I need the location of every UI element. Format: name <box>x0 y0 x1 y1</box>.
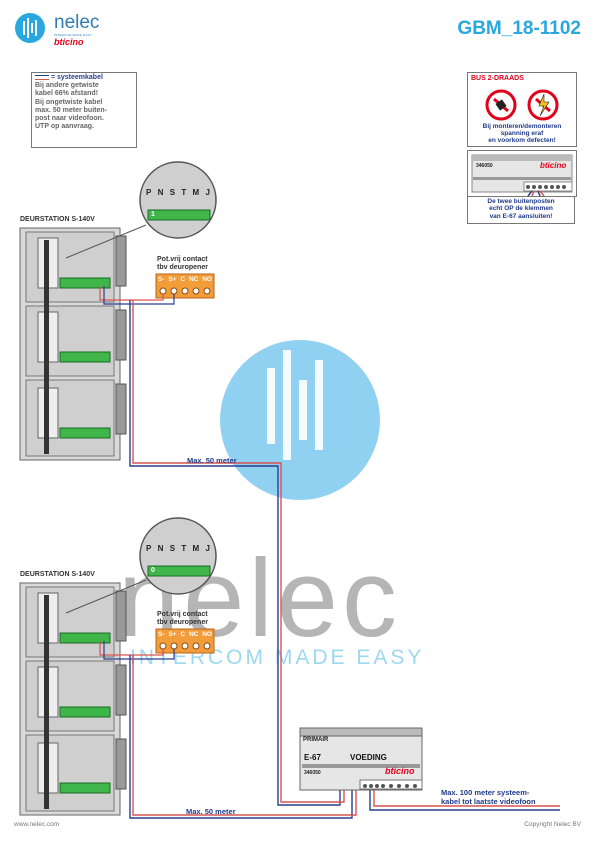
power-module-drawing <box>471 154 573 196</box>
door-station-2 <box>19 582 127 816</box>
module-connect-note: De twee buitenposten echt OP de klemmen … <box>467 196 575 224</box>
bus-warning-text: Bij monteren/demonteren spanning eraf en… <box>482 123 562 145</box>
zoom-value-1: 1 <box>151 211 155 218</box>
psu-name: VOEDING <box>350 753 387 762</box>
psu-model: E-67 <box>304 753 321 762</box>
bus-warning-box: BUS 2-DRAADS Bij monteren/demonteren spa… <box>467 72 577 147</box>
videophone-note: Max. 100 meter systeem-kabel tot laatste… <box>441 788 536 806</box>
note-line: Bij andere getwiste <box>35 82 99 89</box>
module-brand: bticino <box>540 161 567 170</box>
distance-label-1: Max. 50 meter <box>187 456 237 465</box>
psu-part: 346050 <box>304 770 321 776</box>
cable-note-box: = systeemkabel Bij andere getwiste kabel… <box>31 72 137 148</box>
note-line: post naar videofoon. <box>35 115 104 123</box>
power-module-thumb: 346050 bticino <box>467 150 577 197</box>
terminal-zoom-2 <box>65 517 217 614</box>
station-2-label: DEURSTATION S-140V <box>20 571 95 578</box>
footer-copyright: Copyright Nelec BV <box>524 821 581 828</box>
system-cable-2 <box>129 655 357 819</box>
system-cable-1 <box>129 300 345 806</box>
logo-mark-icon <box>15 13 45 43</box>
zoom-value-2: 0 <box>151 567 155 574</box>
nelec-logo: nelec INTERCOM MADE EASY bticino <box>14 12 154 47</box>
note-line: max. 50 meter buiten- <box>35 106 107 114</box>
document-code: GBM_18-1102 <box>457 18 581 39</box>
power-supply-e67 <box>299 727 423 791</box>
cable-legend: = systeemkabel <box>32 73 136 82</box>
note-line: Bij ongetwiste kabel <box>35 98 103 106</box>
psu-primary: PRIMAIR <box>303 737 329 743</box>
distance-label-2: Max. 50 meter <box>186 807 236 816</box>
psu-brand: bticino <box>385 766 415 776</box>
terminal-zoom-1 <box>65 161 217 259</box>
station-1-label: DEURSTATION S-140V <box>20 216 95 223</box>
module-part: 346050 <box>476 163 493 169</box>
footer-website: www.nelec.com <box>14 821 60 828</box>
logo-name: nelec <box>54 12 100 33</box>
bus-title: BUS 2-DRAADS <box>471 75 524 82</box>
logo-brand: bticino <box>54 37 84 47</box>
door-station-1 <box>19 227 127 461</box>
note-line: UTP op aanvraag. <box>35 123 95 131</box>
no-power-icons <box>485 89 559 121</box>
videophone-cable <box>369 790 560 811</box>
note-line: kabel 66% afstand! <box>35 90 99 98</box>
logo-tagline: INTERCOM MADE EASY <box>54 33 92 37</box>
